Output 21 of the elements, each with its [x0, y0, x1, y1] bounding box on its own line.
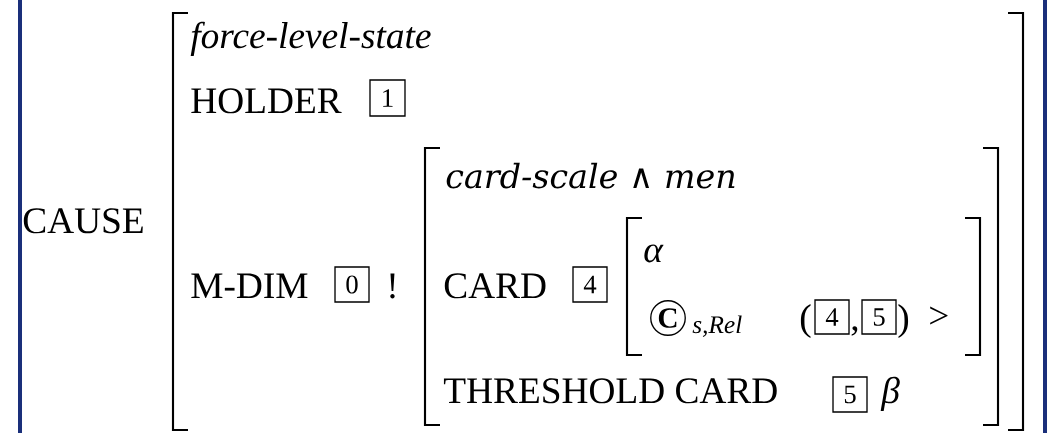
exclamation-mark: !: [390, 273, 395, 299]
tag-box: 5: [832, 376, 868, 413]
feature-label: THRESHOLD CARD: [443, 378, 777, 404]
tag-box: 1: [369, 79, 406, 117]
tag-box: 4: [814, 299, 850, 335]
tag-box: 0: [334, 266, 370, 303]
feature-label: M-DIM: [191, 273, 308, 299]
tag-box: 4: [572, 266, 608, 303]
label: CAUSE: [23, 208, 143, 234]
tag-box: 5: [861, 299, 897, 335]
type-label: card-scale ∧ men: [446, 162, 735, 189]
value-symbol: α: [644, 244, 664, 263]
parenthesis: (: [800, 304, 811, 338]
parenthesis: ): [898, 304, 909, 338]
value-symbol: β: [880, 376, 900, 411]
comma: ,: [851, 326, 858, 336]
type-label: force-level-state: [190, 21, 431, 56]
feature-label: CARD: [444, 273, 546, 299]
subscript: s,Rel: [692, 315, 742, 337]
feature-label: HOLDER: [191, 88, 342, 114]
greater-than-sign: >: [930, 306, 948, 325]
